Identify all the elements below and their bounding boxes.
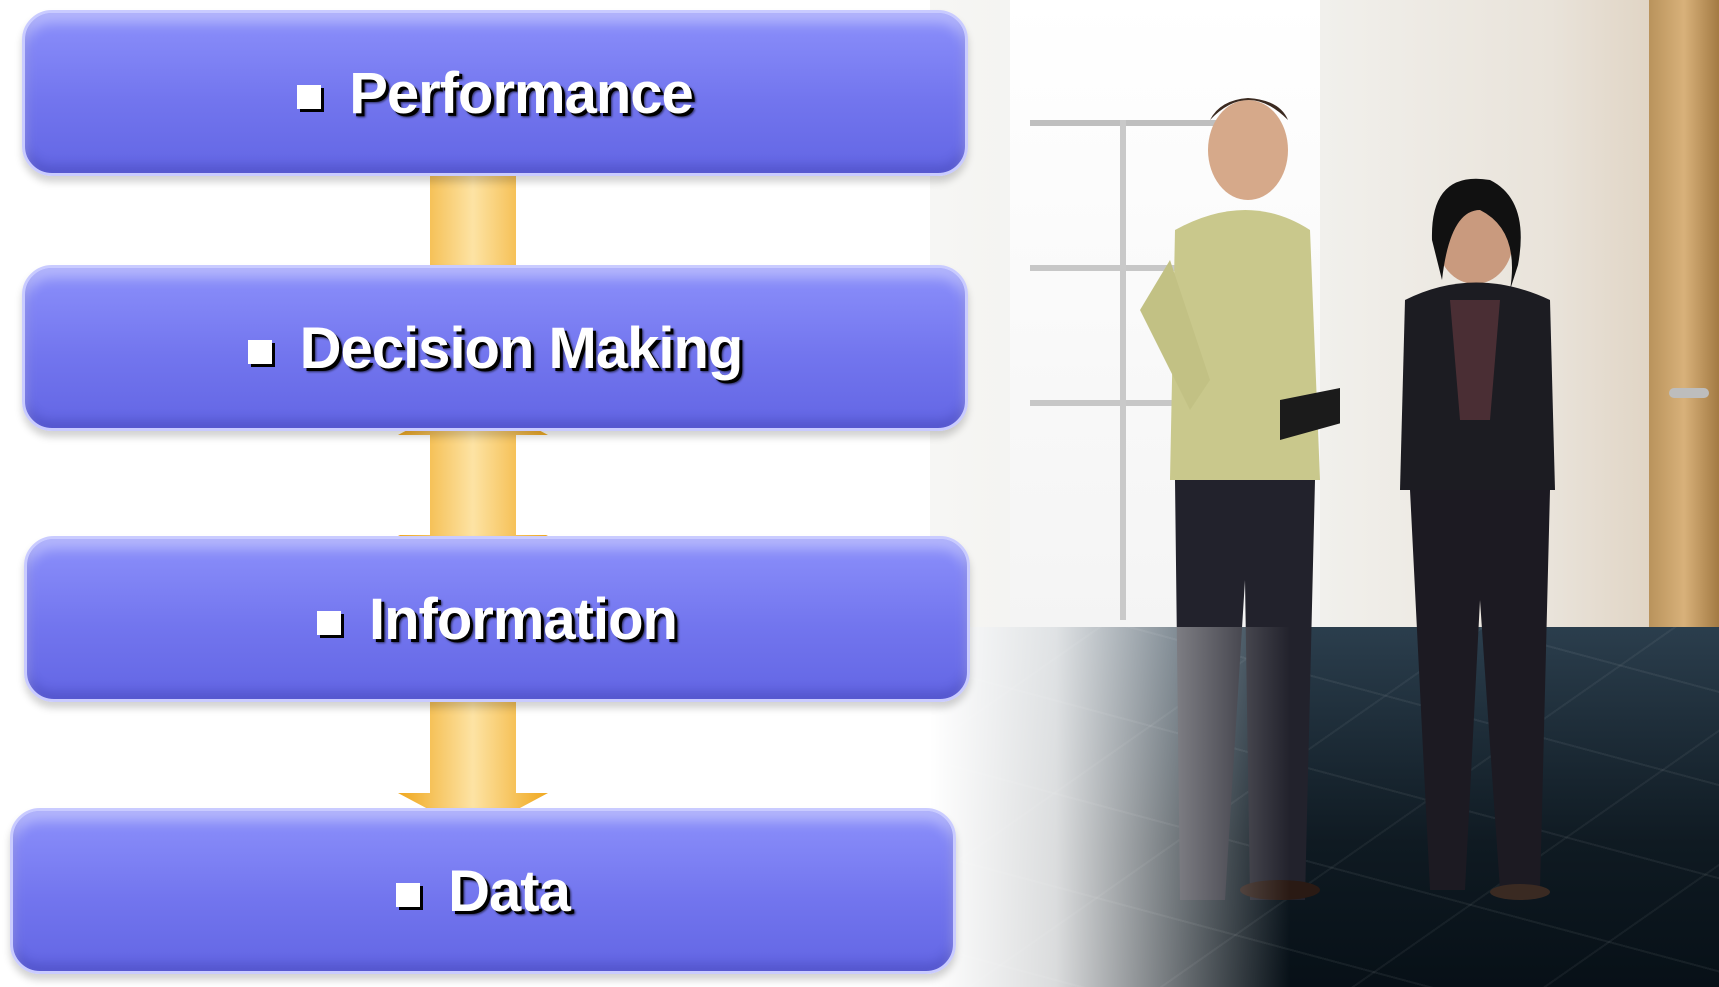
photo-fade [930, 627, 1290, 987]
level-text: Performance [349, 60, 694, 126]
woman-figure [1400, 178, 1555, 900]
level-label: Performance [297, 60, 694, 127]
level-box-performance: Performance [22, 10, 968, 176]
level-label: Data [396, 858, 571, 925]
level-box-data: Data [10, 808, 956, 974]
bullet-icon [317, 611, 341, 636]
level-box-decision-making: Decision Making [22, 265, 968, 431]
bullet-icon [247, 340, 272, 365]
level-text: Data [448, 858, 571, 924]
level-text: Information [369, 586, 678, 652]
bidirectional-arrow-icon [398, 395, 548, 575]
bullet-icon [297, 85, 322, 110]
level-text: Decision Making [299, 315, 744, 381]
level-box-information: Information [24, 536, 970, 702]
level-label: Information [317, 586, 678, 653]
office-photo [930, 0, 1719, 987]
level-label: Decision Making [247, 315, 744, 382]
bullet-icon [396, 883, 421, 908]
